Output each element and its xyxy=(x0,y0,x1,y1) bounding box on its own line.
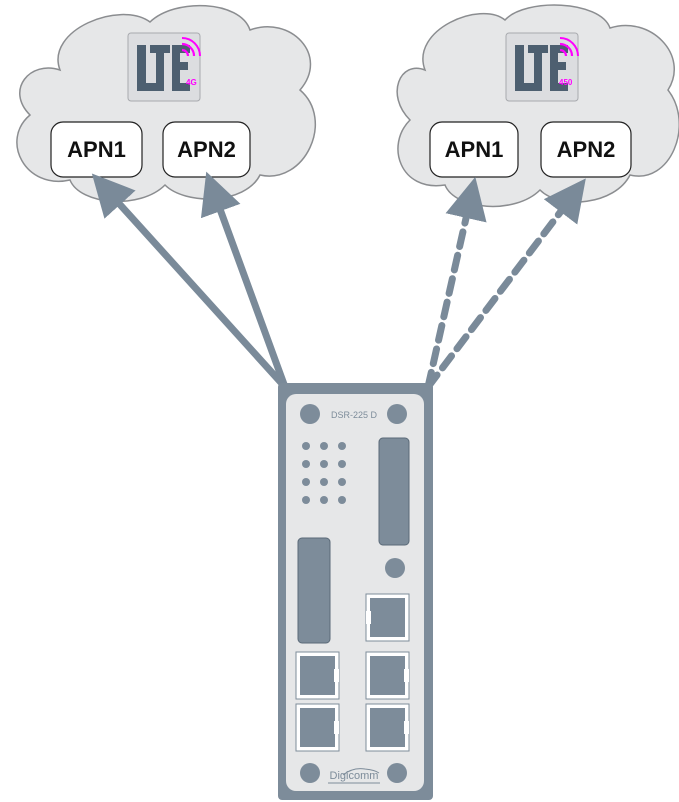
apn-label: APN1 xyxy=(67,137,126,162)
mount-screw xyxy=(300,404,320,424)
lte-logo-4g: 4G xyxy=(127,32,201,102)
lte-signal-icon xyxy=(559,37,579,57)
device-model-label: DSR-225 D xyxy=(331,410,378,420)
apn-box-450-1: APN1 xyxy=(429,121,519,178)
router-device: DSR-225 D xyxy=(278,383,433,800)
apn-label: APN2 xyxy=(177,137,236,162)
apn-box-4g-2: APN2 xyxy=(162,121,251,178)
lte-logo-450: 450 xyxy=(505,32,579,102)
reset-button xyxy=(385,558,405,578)
mount-screw xyxy=(387,763,407,783)
lte-band-label: 450 xyxy=(559,78,573,87)
apn-label: APN2 xyxy=(557,137,616,162)
ethernet-ports xyxy=(295,593,410,752)
apn-box-450-2: APN2 xyxy=(540,121,632,178)
sim-slot-upper xyxy=(378,437,410,546)
lte-signal-icon xyxy=(181,37,201,57)
ethernet-port xyxy=(365,593,410,642)
ethernet-port xyxy=(365,703,410,752)
link-arrow-450-apn1 xyxy=(424,176,487,391)
ethernet-port xyxy=(365,651,410,700)
arrow-links xyxy=(91,171,586,391)
status-led-grid xyxy=(302,442,346,504)
ethernet-port xyxy=(295,703,340,752)
mount-screw xyxy=(300,763,320,783)
link-arrow-4g-apn2 xyxy=(200,171,289,391)
sim-slot-lower xyxy=(297,537,331,644)
link-arrow-450-apn2 xyxy=(424,178,586,391)
brand-logo: Digicomm xyxy=(328,768,380,784)
ethernet-port xyxy=(295,651,340,700)
mount-screw xyxy=(387,404,407,424)
brand-label: Digicomm xyxy=(330,770,379,782)
link-arrow-4g-apn1 xyxy=(91,173,289,391)
apn-box-4g-1: APN1 xyxy=(50,121,143,178)
apn-label: APN1 xyxy=(445,137,504,162)
lte-band-label: 4G xyxy=(186,78,197,87)
